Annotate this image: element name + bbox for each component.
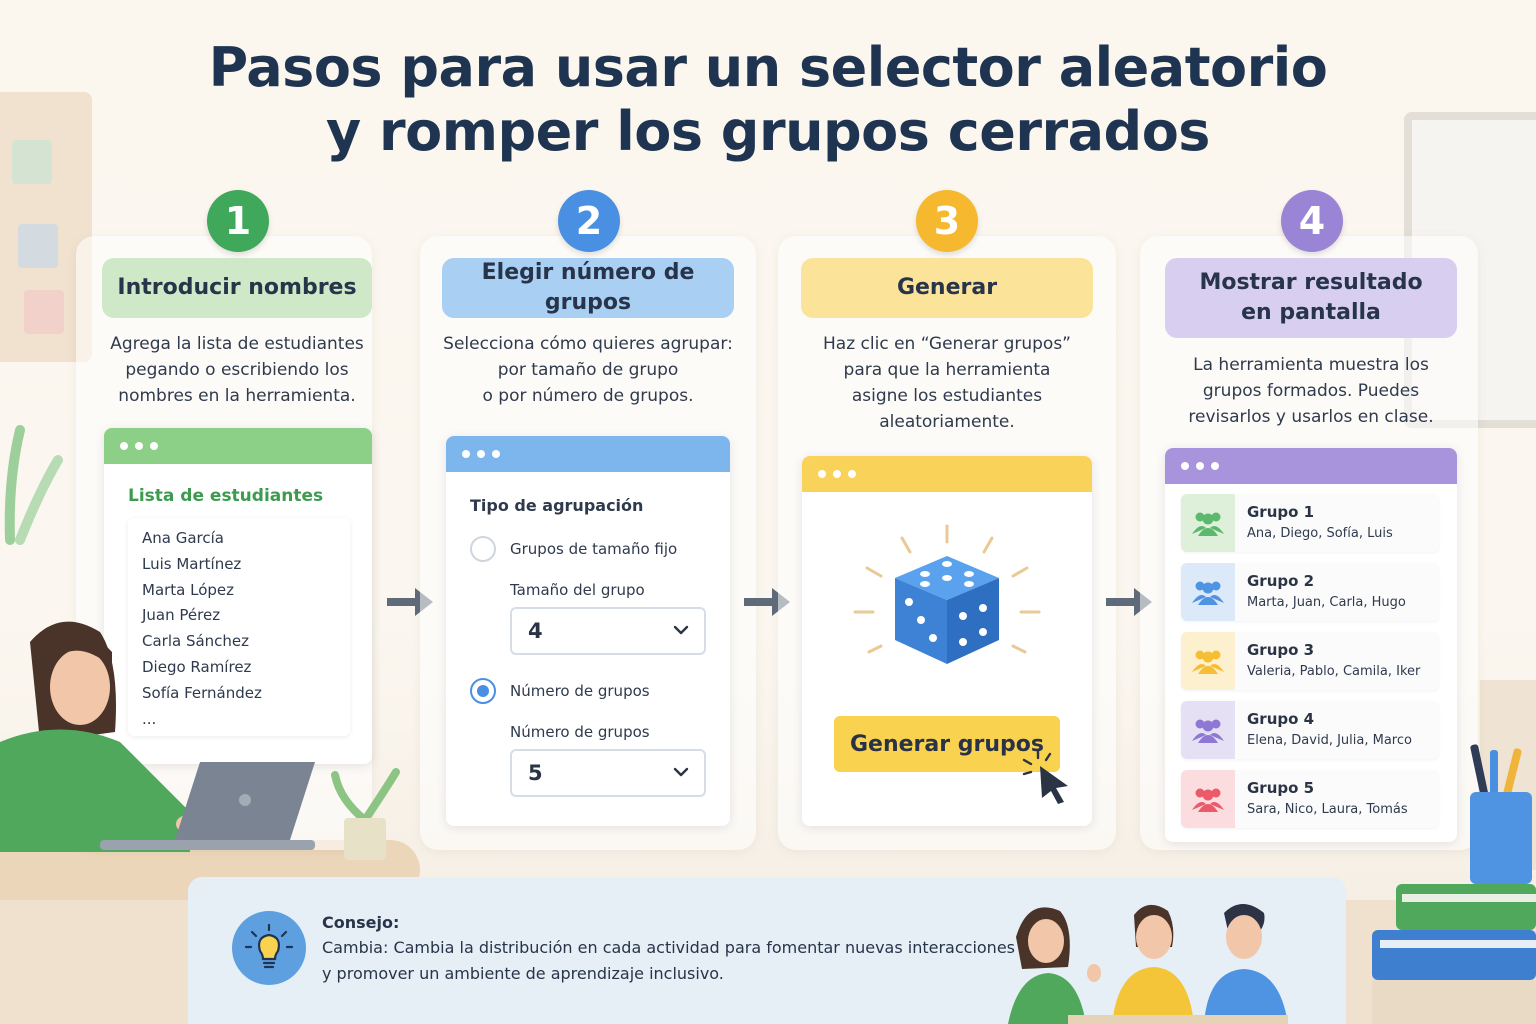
group-size-label: Tamaño del grupo (510, 581, 645, 599)
generate-window: Generar grupos (802, 456, 1092, 826)
group-name: Grupo 1 (1247, 503, 1315, 521)
step-number-badge-2: 2 (558, 190, 620, 252)
window-titlebar (446, 436, 730, 472)
group-result-item: Grupo 5 Sara, Nico, Laura, Tomás (1181, 770, 1439, 828)
group-result-item: Grupo 1 Ana, Diego, Sofía, Luis (1181, 494, 1439, 552)
window-dot (818, 470, 826, 478)
people-group-icon (1192, 788, 1224, 812)
group-type-label: Tipo de agrupación (470, 496, 644, 515)
window-dot (150, 442, 158, 450)
page-title-line1: Pasos para usar un selector aleatorio (208, 36, 1328, 99)
window-dot (1211, 462, 1219, 470)
people-group-icon (1192, 512, 1224, 536)
student-list-textarea[interactable]: Ana García Luis Martínez Marta López Jua… (128, 518, 350, 736)
step-description-4: La herramienta muestra los grupos formad… (1188, 355, 1434, 427)
dice-icon (853, 524, 1041, 664)
people-group-icon (1192, 581, 1224, 605)
group-members: Elena, David, Julia, Marco (1247, 733, 1412, 748)
group-members: Valeria, Pablo, Camila, Iker (1247, 664, 1421, 679)
sticky-note (12, 140, 52, 184)
student-name: Luis Martínez (142, 554, 242, 573)
generate-groups-button[interactable]: Generar grupos (834, 716, 1060, 772)
window-dot (462, 450, 470, 458)
group-members: Sara, Nico, Laura, Tomás (1247, 802, 1408, 817)
tip-text: Cambia: Cambia la distribución en cada a… (322, 938, 1015, 983)
tip-label: Consejo: (322, 913, 400, 932)
group-icon (1181, 632, 1235, 690)
teacher-illustration (0, 621, 315, 852)
step-number-badge-3: 3 (916, 190, 978, 252)
group-result-item: Grupo 4 Elena, David, Julia, Marco (1181, 701, 1439, 759)
student-name: ... (142, 709, 157, 728)
sticky-note (18, 224, 58, 268)
plant-illustration (4, 425, 63, 545)
group-name: Grupo 4 (1247, 710, 1315, 728)
chevron-down-icon (673, 625, 689, 635)
student-name: Ana García (142, 529, 224, 547)
step-description-3: Haz clic en “Generar grupos” para que la… (823, 334, 1071, 432)
group-count-value: 5 (528, 761, 543, 785)
group-icon (1181, 494, 1235, 552)
step-heading-2: Elegir número de grupos (442, 258, 734, 318)
lightbulb-icon (232, 911, 306, 985)
cursor-click-icon (1022, 748, 1068, 804)
people-group-icon (1192, 719, 1224, 743)
window-dot (492, 450, 500, 458)
group-name: Grupo 2 (1247, 572, 1315, 590)
student-name: Sofía Fernández (142, 683, 262, 702)
group-icon (1181, 770, 1235, 828)
fixed-size-option-label[interactable]: Grupos de tamaño fijo (510, 540, 678, 558)
sticky-note (24, 290, 64, 334)
tip-panel: Consejo: Cambia: Cambia la distribución … (188, 877, 1346, 1024)
page-title-line2: y romper los grupos cerrados (326, 100, 1210, 163)
group-count-select[interactable]: 5 (510, 749, 706, 797)
page-title: Pasos para usar un selector aleatorio y … (0, 36, 1536, 164)
window-dot (833, 470, 841, 478)
student-list-window: Lista de estudiantes Ana García Luis Mar… (104, 428, 372, 764)
group-name: Grupo 5 (1247, 779, 1315, 797)
step-number-badge-1: 1 (207, 190, 269, 252)
group-result-item: Grupo 3 Valeria, Pablo, Camila, Iker (1181, 632, 1439, 690)
group-count-radio[interactable] (470, 678, 496, 704)
group-count-label: Número de grupos (510, 723, 650, 741)
window-dot (1181, 462, 1189, 470)
group-result-item: Grupo 2 Marta, Juan, Carla, Hugo (1181, 563, 1439, 621)
window-titlebar (104, 428, 372, 464)
student-name: Marta López (142, 580, 235, 599)
window-dot (477, 450, 485, 458)
lightbulb-glyph (244, 923, 294, 969)
step-description-2: Selecciona cómo quieres agrupar: por tam… (443, 334, 733, 406)
group-size-value: 4 (528, 619, 543, 643)
potted-plant-illustration (331, 768, 400, 860)
step-description-1: Agrega la lista de estudiantes pegando o… (110, 334, 364, 406)
group-members: Ana, Diego, Sofía, Luis (1247, 526, 1393, 541)
window-titlebar (802, 456, 1092, 492)
results-window: Grupo 1 Ana, Diego, Sofía, Luis Grupo 2 … (1165, 448, 1457, 842)
people-group-icon (1192, 650, 1224, 674)
group-members: Marta, Juan, Carla, Hugo (1247, 595, 1406, 610)
student-name: Diego Ramírez (142, 657, 252, 676)
student-name: Carla Sánchez (142, 632, 250, 651)
books-and-pencils-illustration (1372, 744, 1536, 1024)
students-illustration (1008, 904, 1288, 1024)
grouping-options-window: Tipo de agrupación Grupos de tamaño fijo… (446, 436, 730, 826)
step-number-badge-4: 4 (1281, 190, 1343, 252)
group-name: Grupo 3 (1247, 641, 1315, 659)
group-count-option-label[interactable]: Número de grupos (510, 682, 650, 700)
window-dot (120, 442, 128, 450)
fixed-size-radio[interactable] (470, 536, 496, 562)
step-heading-3: Generar (801, 258, 1093, 318)
window-titlebar (1165, 448, 1457, 484)
group-icon (1181, 563, 1235, 621)
group-icon (1181, 701, 1235, 759)
window-dot (848, 470, 856, 478)
group-size-select[interactable]: 4 (510, 607, 706, 655)
window-dot (1196, 462, 1204, 470)
step-heading-4: Mostrar resultado en pantalla (1165, 258, 1457, 338)
step-heading-1: Introducir nombres (102, 258, 372, 318)
student-name: Juan Pérez (142, 606, 221, 625)
student-list-title: Lista de estudiantes (128, 486, 324, 506)
window-dot (135, 442, 143, 450)
chevron-down-icon (673, 767, 689, 777)
